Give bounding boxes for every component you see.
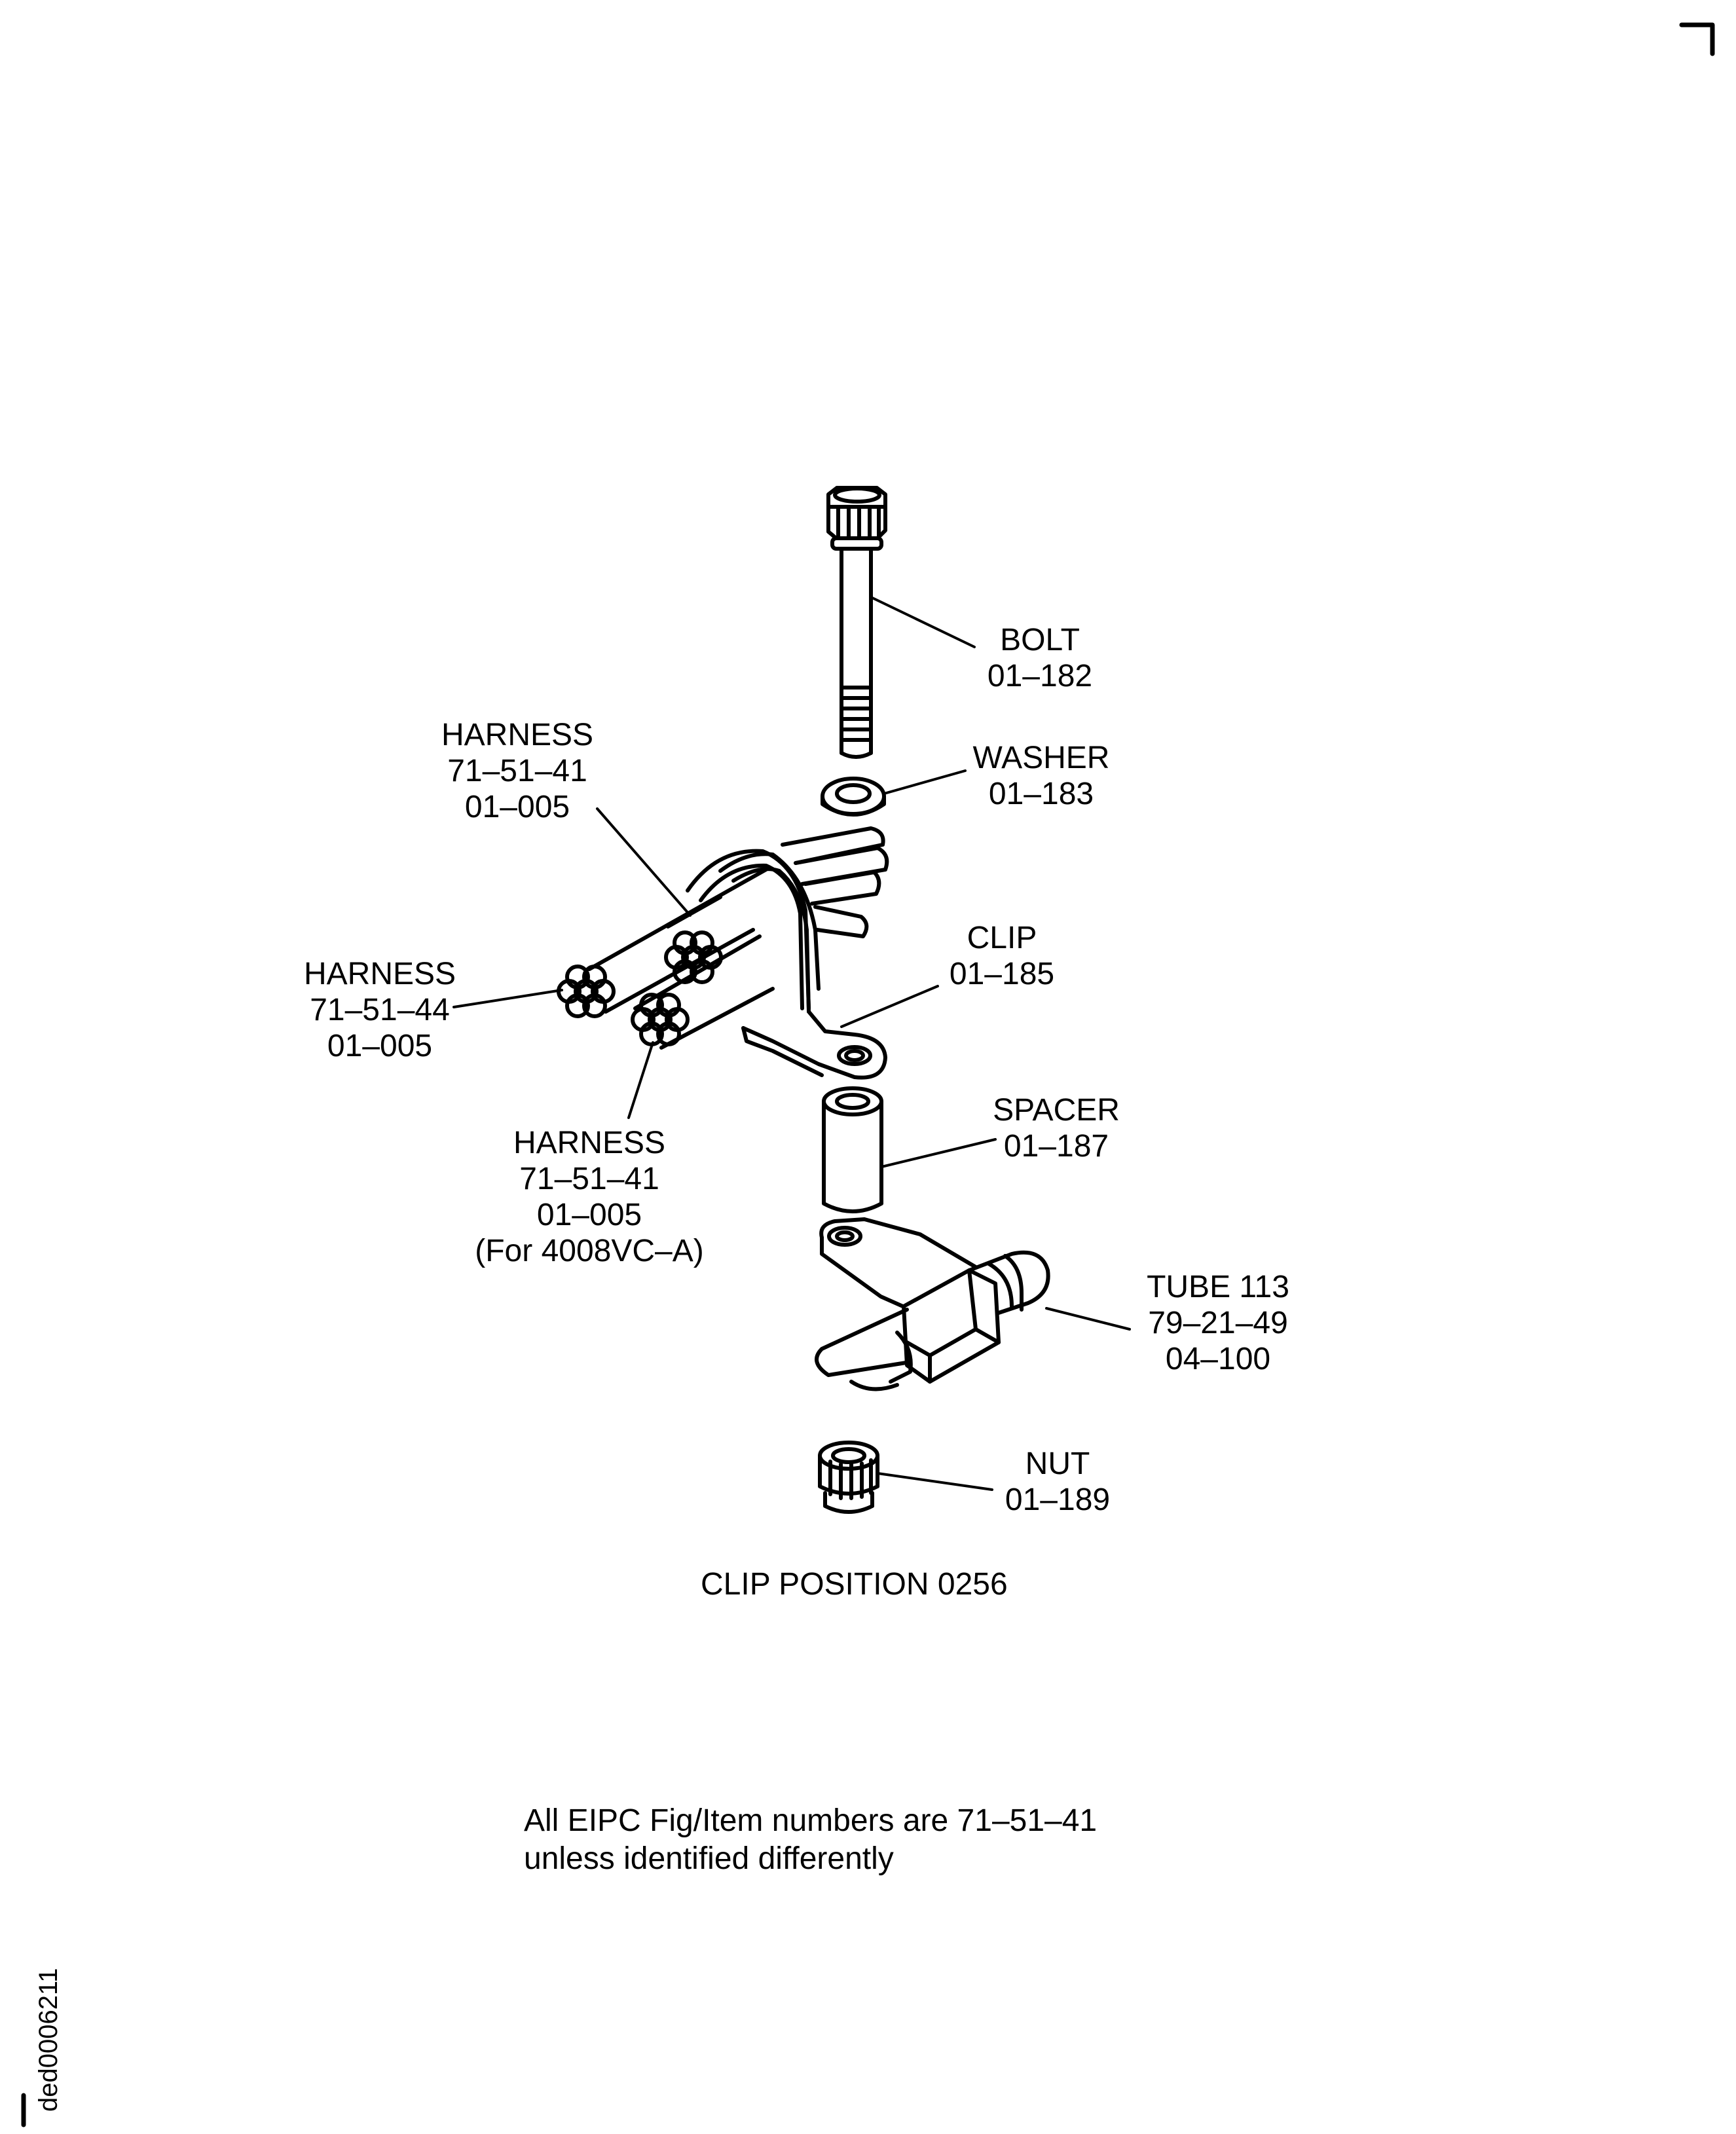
figure-note: All EIPC Fig/Item numbers are 71–51–41 u… — [524, 1802, 1097, 1878]
spacer-part — [822, 1086, 883, 1213]
sheet-identifier: ded0006211 — [34, 1968, 63, 2112]
callout-tube-item: 04–100 — [1165, 1342, 1271, 1376]
callout-nut-name: NUT — [1025, 1446, 1090, 1481]
nut-part — [818, 1441, 879, 1514]
callout-tube-name: TUBE 113 — [1147, 1270, 1289, 1304]
callout-nut-number: 01–189 — [1005, 1482, 1111, 1517]
callout-tube: TUBE 113 79–21–49 04–100 — [1130, 1269, 1306, 1377]
callout-harness-left: HARNESS 71–51–44 01–005 — [295, 956, 465, 1064]
callout-clip-name: CLIP — [967, 921, 1037, 955]
figure-note-line2: unless identified differently — [524, 1841, 894, 1876]
callout-harness-top-item: 01–005 — [464, 790, 570, 824]
callout-harness-bottom-item: 01–005 — [536, 1198, 642, 1232]
callout-spacer: SPACER 01–187 — [978, 1092, 1135, 1164]
callout-nut: NUT 01–189 — [989, 1446, 1126, 1518]
callout-spacer-name: SPACER — [993, 1093, 1120, 1128]
washer-part — [821, 777, 886, 817]
figure-title: CLIP POSITION 0256 — [701, 1567, 1008, 1602]
callout-bolt: BOLT 01–182 — [971, 622, 1109, 694]
figure-note-line1: All EIPC Fig/Item numbers are 71–51–41 — [524, 1803, 1098, 1838]
callout-harness-left-fig: 71–51–44 — [310, 993, 450, 1027]
callout-harness-left-item: 01–005 — [327, 1029, 433, 1063]
callout-washer-name: WASHER — [972, 741, 1110, 775]
leader-lines — [452, 596, 1131, 1491]
harness-bundle-part — [557, 826, 889, 1050]
callout-harness-top: HARNESS 71–51–41 01–005 — [432, 717, 602, 825]
bolt-part — [826, 486, 887, 759]
callout-harness-bottom-name: HARNESS — [513, 1126, 666, 1160]
callout-clip: CLIP 01–185 — [930, 920, 1074, 992]
callout-harness-bottom-applicability: (For 4008VC–A) — [475, 1234, 704, 1268]
tube-part — [815, 1217, 1050, 1391]
crop-mark-top-right — [1679, 22, 1715, 56]
callout-tube-fig: 79–21–49 — [1148, 1306, 1288, 1340]
callout-bolt-number: 01–182 — [987, 659, 1093, 693]
callout-harness-bottom: HARNESS 71–51–41 01–005 (For 4008VC–A) — [458, 1125, 720, 1269]
callout-harness-left-name: HARNESS — [303, 957, 456, 991]
callout-spacer-number: 01–187 — [1003, 1129, 1109, 1164]
callout-harness-bottom-fig: 71–51–41 — [519, 1162, 659, 1196]
callout-clip-number: 01–185 — [949, 957, 1055, 991]
callout-washer: WASHER 01–183 — [956, 740, 1126, 812]
callout-bolt-name: BOLT — [1000, 623, 1080, 657]
callout-harness-top-name: HARNESS — [441, 718, 594, 752]
callout-washer-number: 01–183 — [988, 777, 1094, 811]
clip-part — [686, 849, 887, 1080]
callout-harness-top-fig: 71–51–41 — [447, 754, 587, 788]
